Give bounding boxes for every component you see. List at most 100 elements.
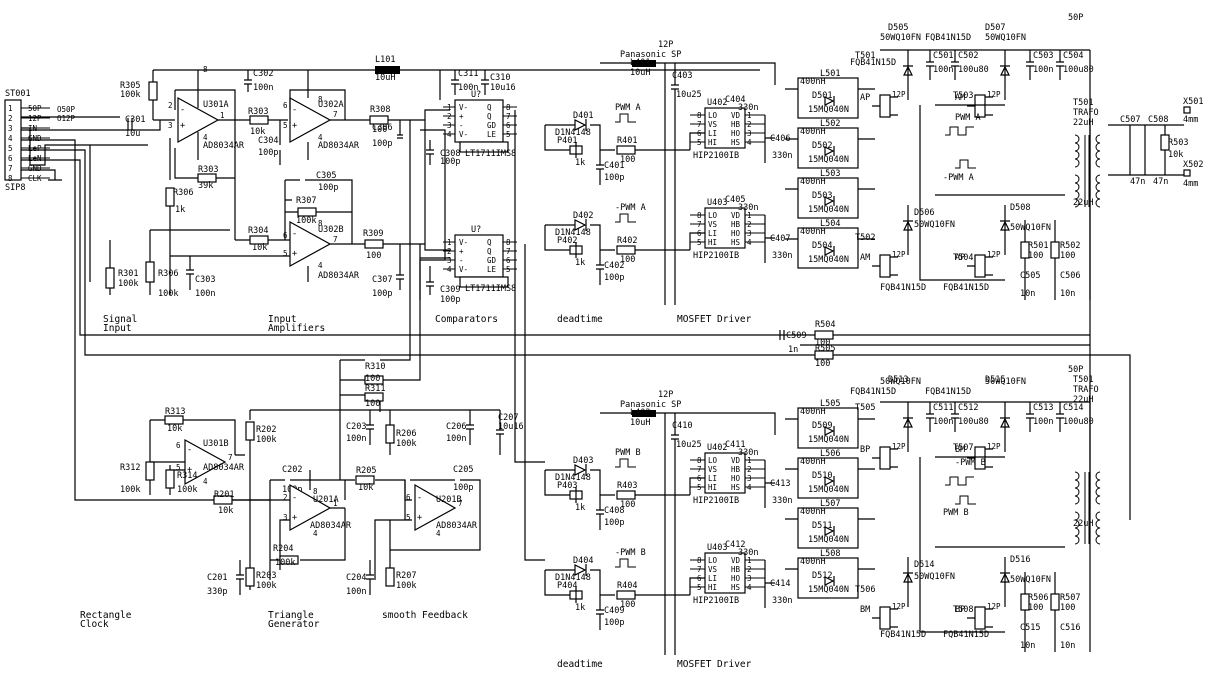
svg-text:100n: 100n — [346, 434, 366, 444]
X501 — [1183, 106, 1191, 114]
bridge-outputs: L501400nHD50115MQ040NL502400nHD50215MQ04… — [785, 13, 1101, 652]
bridge-half-1: L501400nHD50115MQ040NL502400nHD50215MQ04… — [785, 13, 1101, 300]
svg-text:FQB41N15D: FQB41N15D — [880, 283, 926, 293]
svg-text:L508: L508 — [820, 549, 840, 559]
svg-text:Q: Q — [487, 238, 492, 247]
svg-text:HO: HO — [731, 574, 741, 583]
svg-text:D512: D512 — [812, 571, 832, 581]
svg-text:VD: VD — [731, 456, 741, 465]
svg-text:7: 7 — [333, 235, 338, 244]
svg-text:C505: C505 — [1020, 271, 1040, 281]
svg-text:100k: 100k — [120, 485, 140, 495]
svg-text:BM: BM — [955, 445, 965, 455]
svg-text:15MQ040N: 15MQ040N — [808, 255, 849, 265]
comparator-part: LT1711IMS8 — [465, 284, 516, 294]
svg-text:39k: 39k — [198, 181, 213, 191]
svg-text:VS: VS — [708, 565, 718, 574]
diode-D401 — [574, 119, 587, 131]
R303-b — [197, 173, 217, 183]
svg-text:8: 8 — [203, 65, 208, 74]
svg-text:100: 100 — [815, 338, 830, 348]
svg-text:12P: 12P — [892, 90, 906, 99]
svg-text:22uH: 22uH — [1073, 198, 1093, 208]
svg-text:100k: 100k — [158, 289, 178, 299]
svg-text:100n: 100n — [1033, 417, 1053, 427]
svg-text:AD8034AR: AD8034AR — [203, 141, 245, 151]
svg-text:P404: P404 — [557, 581, 577, 591]
svg-text:15MQ040N: 15MQ040N — [808, 105, 849, 115]
svg-text:HIP2100IB: HIP2100IB — [693, 151, 739, 161]
svg-text:1k: 1k — [575, 503, 585, 513]
diode-D404 — [574, 564, 587, 576]
svg-text:10u25: 10u25 — [676, 90, 702, 100]
svg-text:-: - — [459, 121, 464, 130]
svg-text:6: 6 — [283, 231, 288, 240]
svg-text:PWM B: PWM B — [615, 448, 641, 458]
svg-text:R202: R202 — [256, 425, 276, 435]
svg-text:U301B: U301B — [203, 439, 229, 449]
svg-text:100k: 100k — [118, 279, 138, 289]
svg-text:R404: R404 — [617, 581, 637, 591]
svg-text:R309: R309 — [363, 229, 383, 239]
svg-text:C509: C509 — [786, 331, 806, 341]
svg-text:100: 100 — [1060, 603, 1075, 613]
svg-text:C408: C408 — [604, 506, 624, 516]
svg-text:100n: 100n — [933, 65, 953, 75]
svg-text:1k: 1k — [175, 205, 185, 215]
connector-pin-6: 6 — [8, 154, 13, 163]
svg-text:100p: 100p — [604, 173, 624, 183]
svg-text:FQB41N15D: FQB41N15D — [925, 387, 971, 397]
mosfet-T502 — [879, 254, 891, 278]
svg-text:100n: 100n — [253, 83, 273, 93]
svg-text:R304: R304 — [248, 226, 268, 236]
svg-text:BP: BP — [955, 605, 965, 615]
svg-text:50WQ10FN: 50WQ10FN — [880, 377, 921, 387]
svg-text:100p: 100p — [604, 518, 624, 528]
svg-text:X502: X502 — [1183, 160, 1203, 170]
svg-text:D404: D404 — [573, 556, 593, 566]
svg-text:400nH: 400nH — [800, 127, 826, 137]
svg-text:R307: R307 — [296, 196, 316, 206]
svg-text:50WQ10FN: 50WQ10FN — [1010, 575, 1051, 585]
svg-text:C413: C413 — [770, 479, 790, 489]
svg-text:HS: HS — [731, 583, 741, 592]
opamp-u201b — [414, 483, 457, 532]
R307 — [297, 207, 317, 217]
svg-text:-PWM B: -PWM B — [955, 458, 986, 468]
R305 — [148, 81, 158, 101]
svg-text:L101: L101 — [375, 55, 395, 65]
svg-text:R303: R303 — [248, 107, 268, 117]
svg-text:C301: C301 — [125, 115, 145, 125]
svg-text:50WQ10FN: 50WQ10FN — [985, 377, 1026, 387]
comparator-body — [454, 234, 504, 278]
svg-text:C501: C501 — [933, 51, 953, 61]
svg-text:100: 100 — [365, 374, 380, 384]
svg-text:330n: 330n — [772, 496, 792, 506]
svg-text:330n: 330n — [738, 448, 758, 458]
svg-text:Generator: Generator — [268, 619, 320, 630]
opamp-u302b — [289, 220, 332, 268]
R311 — [364, 392, 384, 402]
svg-text:8: 8 — [318, 219, 323, 228]
connector-type: SIP8 — [5, 183, 25, 193]
wire-conn — [21, 127, 148, 282]
svg-text:L504: L504 — [820, 219, 840, 229]
mosfet-T501 — [879, 94, 891, 118]
svg-text:15MQ040N: 15MQ040N — [808, 155, 849, 165]
svg-text:D1N4148: D1N4148 — [555, 473, 591, 483]
R201 — [213, 495, 233, 505]
svg-text:R401: R401 — [617, 136, 637, 146]
svg-text:C410: C410 — [672, 421, 692, 431]
svg-text:100p: 100p — [258, 148, 278, 158]
svg-text:U301A: U301A — [203, 100, 229, 110]
svg-text:LO: LO — [708, 456, 718, 465]
svg-text:R402: R402 — [617, 236, 637, 246]
svg-text:+: + — [292, 121, 297, 131]
svg-text:R306: R306 — [173, 188, 193, 198]
